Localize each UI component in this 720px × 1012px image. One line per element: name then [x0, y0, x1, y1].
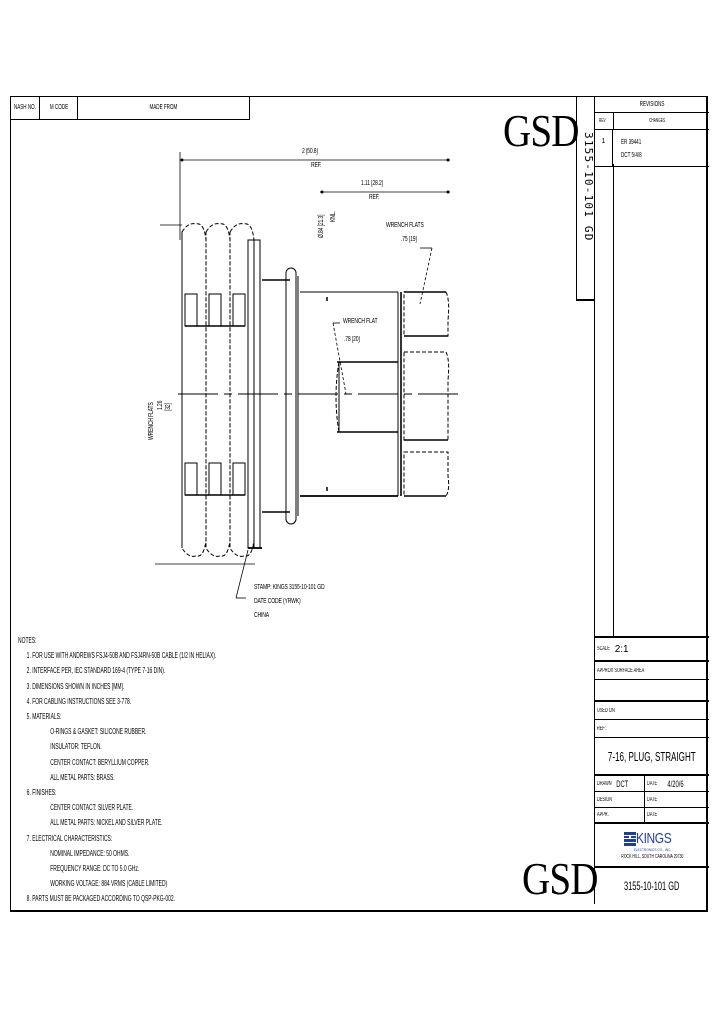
header-cell-made-from: MADE FROM — [78, 96, 250, 120]
note-item: 6. FINISHES: — [26, 788, 57, 798]
drawn-label: DRAWN — [597, 780, 612, 787]
label-wrench-flats-rear: WRENCH FLATS — [386, 222, 424, 229]
header-left-table: NASH NO. M CODE MADE FROM — [10, 96, 250, 120]
notes-section: NOTES: 1. FOR USE WITH ANDREWS FSJ4-50B … — [18, 633, 338, 907]
dim-rear-ref: REF. — [369, 194, 380, 201]
label-wrench-flat-mid: WRENCH FLAT — [343, 318, 378, 325]
note-subitem: ALL METAL PARTS: NICKEL AND SILVER PLATE… — [50, 818, 163, 828]
design-row: DESIGN DATE — [595, 792, 709, 808]
company-subtitle: ELECTRONICS CO., INC. — [633, 847, 671, 852]
revisions-table: REVISIONS REV CHANGES 1 ER 39441 DCT 5/4… — [594, 96, 709, 636]
note-subitem: INSULATOR: TEFLON. — [50, 742, 102, 752]
header-label: MADE FROM — [149, 104, 178, 111]
revisions-divider — [613, 164, 614, 636]
revisions-title-text: REVISIONS — [639, 100, 665, 108]
header-cell-m-code: M CODE — [40, 96, 78, 120]
appr-date-label: DATE — [647, 812, 658, 818]
header-cell-nash-no: NASH NO. — [10, 96, 40, 120]
dim-knurl-diameter: Ø.84 [21.3] — [318, 214, 325, 238]
design-label: DESIGN — [597, 796, 612, 803]
note-item: 3. DIMENSIONS SHOWN IN INCHES [MM]. — [26, 681, 125, 691]
date-label: DATE — [647, 780, 658, 787]
vertical-part-number: 3155-10-101 GD — [582, 132, 595, 242]
company-logo-block: KINGS ELECTRONICS CO., INC. ROCK HILL, S… — [595, 824, 709, 868]
label-wrench-flats-nut: WRENCH FLATS — [148, 402, 155, 440]
drawing-sheet-border — [10, 96, 708, 912]
note-subitem: NOMINAL IMPEDANCE: 50 OHMS. — [50, 848, 130, 858]
note-subitem: ALL METAL PARTS: BRASS. — [50, 772, 115, 782]
note-item: 1. FOR USE WITH ANDREWS FSJ4-50B AND FSJ… — [26, 651, 217, 661]
dim-overall-ref: REF. — [311, 162, 322, 169]
design-date-cell: DATE — [645, 792, 663, 807]
dim-overall-length: 2 [50.8] — [302, 148, 318, 155]
revisions-header-row: REV CHANGES — [595, 113, 709, 130]
design-cell: DESIGN — [595, 792, 645, 807]
appr-row: APPR. DATE — [595, 808, 709, 824]
vertical-part-number-box — [576, 96, 594, 301]
drawn-row: DRAWN DCT DATE 4/20/6 — [595, 776, 709, 792]
note-subitem: FREQUENCY RANGE: DC TO 5.0 GHz. — [50, 864, 140, 874]
watermark-top: GSD — [503, 105, 580, 156]
revision-number: 1 — [595, 130, 613, 166]
scale-label: SCALE — [597, 646, 610, 652]
used-on-label: USED ON — [597, 707, 615, 714]
revision-line: ER 39441 — [621, 139, 642, 146]
scale-value: 2:1 — [614, 643, 629, 655]
company-name: KINGS — [635, 830, 672, 847]
company-address: ROCK HILL, SOUTH CAROLINA 29730 — [620, 854, 684, 860]
title-block: SCALE 2:1 APPROX SURFACE AREA USED ON RE… — [594, 636, 709, 904]
drawing-title-row: 7-16, PLUG, STRAIGHT — [595, 738, 709, 776]
note-subitem: O-RINGS & GASKET: SILICONE RUBBER. — [50, 727, 147, 737]
appr-cell: APPR. — [595, 808, 645, 822]
watermark-bottom: GSD — [522, 853, 599, 904]
stamp-line-2: DATE CODE (YRWK) — [254, 598, 301, 605]
note-subitem: CENTER CONTACT: BERYLLIUM COPPER. — [50, 757, 150, 767]
part-number-row: 3155-10-101 GD — [595, 868, 709, 904]
dim-wrench-flats-nut: 1.26 — [157, 400, 164, 410]
changes-col-label: CHANGES — [649, 118, 666, 124]
kings-logo: KINGS — [623, 830, 680, 847]
header-label: NASH NO. — [13, 104, 36, 111]
note-item: 5. MATERIALS: — [26, 712, 62, 722]
surface-area-label: APPROX SURFACE AREA — [597, 667, 645, 674]
revisions-title: REVISIONS — [595, 96, 709, 113]
appr-label: APPR. — [597, 812, 609, 818]
revision-changes: ER 39441 DCT 5/4/8 — [613, 130, 709, 166]
note-item: 8. PARTS MUST BE PACKAGED ACCORDING TO Q… — [26, 894, 175, 904]
design-date-label: DATE — [647, 796, 658, 803]
date-value: 4/20/6 — [666, 778, 684, 789]
changes-col-header: CHANGES — [614, 113, 709, 129]
drawn-value: DCT — [616, 778, 629, 789]
dim-wrench-flat-mid: .78 [20] — [344, 336, 360, 343]
dim-wrench-flats-nut-metric: [32] — [165, 403, 172, 411]
note-subitem: WORKING VOLTAGE: 884 VRMS (CABLE LIMITED… — [50, 879, 168, 889]
note-subitem: CENTER CONTACT: SILVER PLATE. — [50, 803, 134, 813]
revision-line: DCT 5/4/8 — [621, 152, 642, 159]
part-number: 3155-10-101 GD — [624, 879, 680, 893]
stamp-line-1: STAMP: KINGS 3155-10-101 GD — [254, 584, 325, 591]
notes-title: NOTES: — [18, 636, 37, 645]
rev-col-label: REV — [598, 118, 606, 124]
surface-area-row: APPROX SURFACE AREA — [595, 662, 709, 680]
drawn-date-cell: DATE 4/20/6 — [645, 776, 688, 791]
drawn-cell: DRAWN DCT — [595, 776, 645, 791]
ref-label: REF: — [597, 725, 606, 732]
used-on-row: USED ON — [595, 702, 709, 720]
rev-col-header: REV — [595, 113, 614, 129]
note-item: 2. INTERFACE PER, IEC STANDARD 169-4 (TY… — [26, 666, 166, 676]
note-item: 4. FOR CABLING INSTRUCTIONS SEE 3-778. — [26, 696, 132, 706]
dim-knurl-note: KNL. — [330, 211, 337, 222]
ref-row: REF: — [595, 720, 709, 738]
kings-logo-mark-icon — [623, 831, 636, 846]
stamp-line-3: CHINA — [254, 612, 269, 619]
note-item: 7. ELECTRICAL CHARACTERISTICS: — [26, 833, 113, 843]
dim-wrench-flats-rear: .75 [19] — [401, 236, 417, 243]
surface-area-value-row — [595, 680, 709, 702]
appr-date-cell: DATE — [645, 808, 663, 822]
drawing-title: 7-16, PLUG, STRAIGHT — [608, 748, 696, 764]
revision-row: 1 ER 39441 DCT 5/4/8 — [595, 130, 709, 167]
scale-row: SCALE 2:1 — [595, 638, 709, 662]
dim-rear-length: 1.11 [28.2] — [361, 180, 383, 187]
header-label: M CODE — [49, 104, 68, 111]
